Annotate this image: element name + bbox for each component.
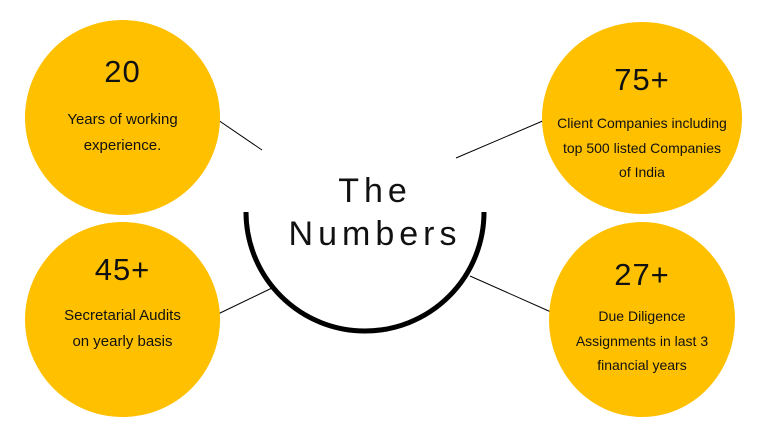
- stat-bubble-audits: 45+ Secretarial Audits on yearly basis: [25, 222, 220, 417]
- stat-label: Secretarial Audits on yearly basis: [64, 307, 181, 351]
- stat-bubble-years: 20 Years of working experience.: [25, 20, 220, 215]
- connector-line-bottom-left: [217, 287, 273, 315]
- stat-label: Years of working experience.: [67, 111, 178, 155]
- stat-bubble-due-diligence: 27+ Due Diligence Assignments in last 3 …: [549, 222, 735, 417]
- connector-line-bottom-right: [469, 275, 552, 313]
- stat-value: 45+: [94, 252, 151, 287]
- stat-label: Client Companies including top 500 liste…: [557, 115, 727, 180]
- stat-bubble-clients: 75+ Client Companies including top 500 l…: [542, 22, 742, 214]
- stat-value: 27+: [614, 257, 670, 292]
- stat-label: Due Diligence Assignments in last 3 fina…: [575, 308, 709, 373]
- stat-value: 75+: [614, 62, 670, 97]
- stat-value: 20: [104, 54, 141, 89]
- center-arc: [243, 211, 487, 334]
- connector-line-top-right: [455, 119, 546, 159]
- connector-line-top-left: [217, 119, 263, 151]
- center-title: The Numbers: [288, 172, 462, 253]
